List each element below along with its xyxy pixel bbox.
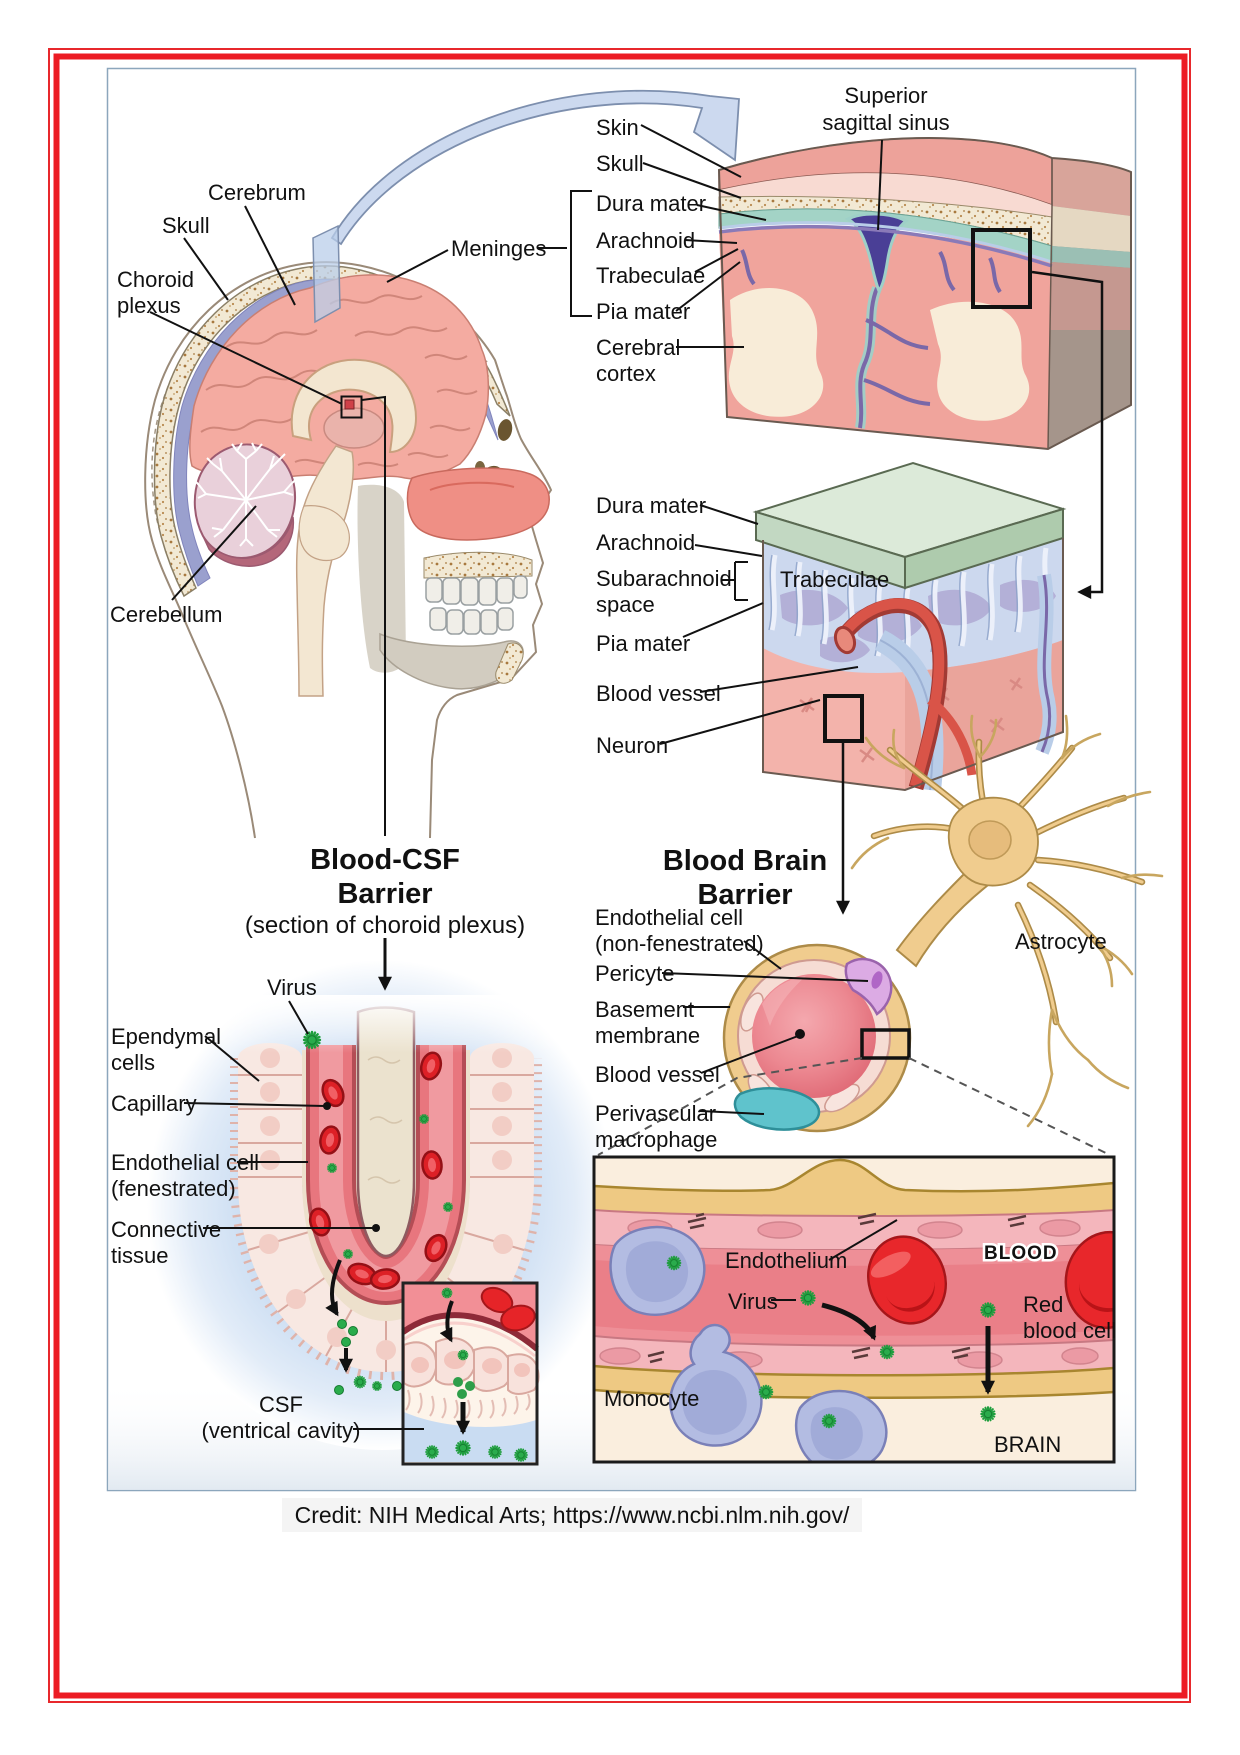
svg-text:plexus: plexus [117, 293, 181, 318]
svg-text:cortex: cortex [596, 361, 656, 386]
svg-text:Red: Red [1023, 1292, 1063, 1317]
svg-text:Blood vessel: Blood vessel [596, 681, 721, 706]
svg-text:(fenestrated): (fenestrated) [111, 1176, 236, 1201]
svg-text:Arachnoid: Arachnoid [596, 530, 695, 555]
svg-text:Skull: Skull [596, 151, 644, 176]
svg-text:tissue: tissue [111, 1243, 168, 1268]
svg-text:Cerebellum: Cerebellum [110, 602, 223, 627]
svg-text:membrane: membrane [595, 1023, 700, 1048]
svg-text:Credit: NIH Medical Arts; http: Credit: NIH Medical Arts; https://www.nc… [295, 1502, 850, 1528]
svg-text:Cerebral: Cerebral [596, 335, 680, 360]
svg-text:Skull: Skull [162, 213, 210, 238]
svg-text:Superior: Superior [844, 83, 927, 108]
svg-text:Trabeculae: Trabeculae [780, 567, 889, 592]
svg-text:Ependymal: Ependymal [111, 1024, 221, 1049]
svg-text:(section of choroid plexus): (section of choroid plexus) [245, 912, 525, 939]
svg-text:Astrocyte: Astrocyte [1015, 929, 1107, 954]
svg-text:Basement: Basement [595, 997, 694, 1022]
svg-text:Connective: Connective [111, 1217, 221, 1242]
svg-text:(non-fenestrated): (non-fenestrated) [595, 931, 764, 956]
svg-text:Arachnoid: Arachnoid [596, 228, 695, 253]
svg-text:Cerebrum: Cerebrum [208, 180, 306, 205]
svg-text:Blood vessel: Blood vessel [595, 1062, 720, 1087]
svg-text:BLOOD: BLOOD [984, 1243, 1058, 1264]
svg-text:Virus: Virus [267, 975, 317, 1000]
svg-text:Dura mater: Dura mater [596, 493, 706, 518]
svg-text:Pia mater: Pia mater [596, 631, 690, 656]
svg-text:Choroid: Choroid [117, 267, 194, 292]
svg-text:Pericyte: Pericyte [595, 961, 674, 986]
svg-text:Capillary: Capillary [111, 1091, 197, 1116]
svg-text:Endothelial cell: Endothelial cell [111, 1150, 259, 1175]
svg-text:cells: cells [111, 1050, 155, 1075]
svg-text:Virus: Virus [728, 1289, 778, 1314]
svg-text:Meninges: Meninges [451, 236, 546, 261]
svg-text:Blood-CSF: Blood-CSF [310, 844, 460, 876]
svg-text:Trabeculae: Trabeculae [596, 263, 705, 288]
svg-text:Neuron: Neuron [596, 733, 668, 758]
svg-text:BRAIN: BRAIN [994, 1432, 1061, 1457]
svg-text:Blood Brain: Blood Brain [663, 845, 827, 877]
svg-text:Pia mater: Pia mater [596, 299, 690, 324]
svg-text:space: space [596, 592, 655, 617]
svg-text:sagittal sinus: sagittal sinus [822, 110, 949, 135]
svg-text:Barrier: Barrier [697, 879, 792, 911]
svg-text:Monocyte: Monocyte [604, 1386, 699, 1411]
svg-text:blood cell: blood cell [1023, 1318, 1116, 1343]
svg-text:Endothelial cell: Endothelial cell [595, 905, 743, 930]
svg-text:Perivascular: Perivascular [595, 1101, 716, 1126]
svg-text:Subarachnoid: Subarachnoid [596, 566, 732, 591]
svg-text:CSF: CSF [259, 1392, 303, 1417]
svg-text:Skin: Skin [596, 115, 639, 140]
svg-text:Endothelium: Endothelium [725, 1248, 847, 1273]
svg-text:(ventrical cavity): (ventrical cavity) [202, 1418, 361, 1443]
svg-text:macrophage: macrophage [595, 1127, 717, 1152]
svg-text:Barrier: Barrier [337, 878, 432, 910]
svg-text:Dura mater: Dura mater [596, 191, 706, 216]
